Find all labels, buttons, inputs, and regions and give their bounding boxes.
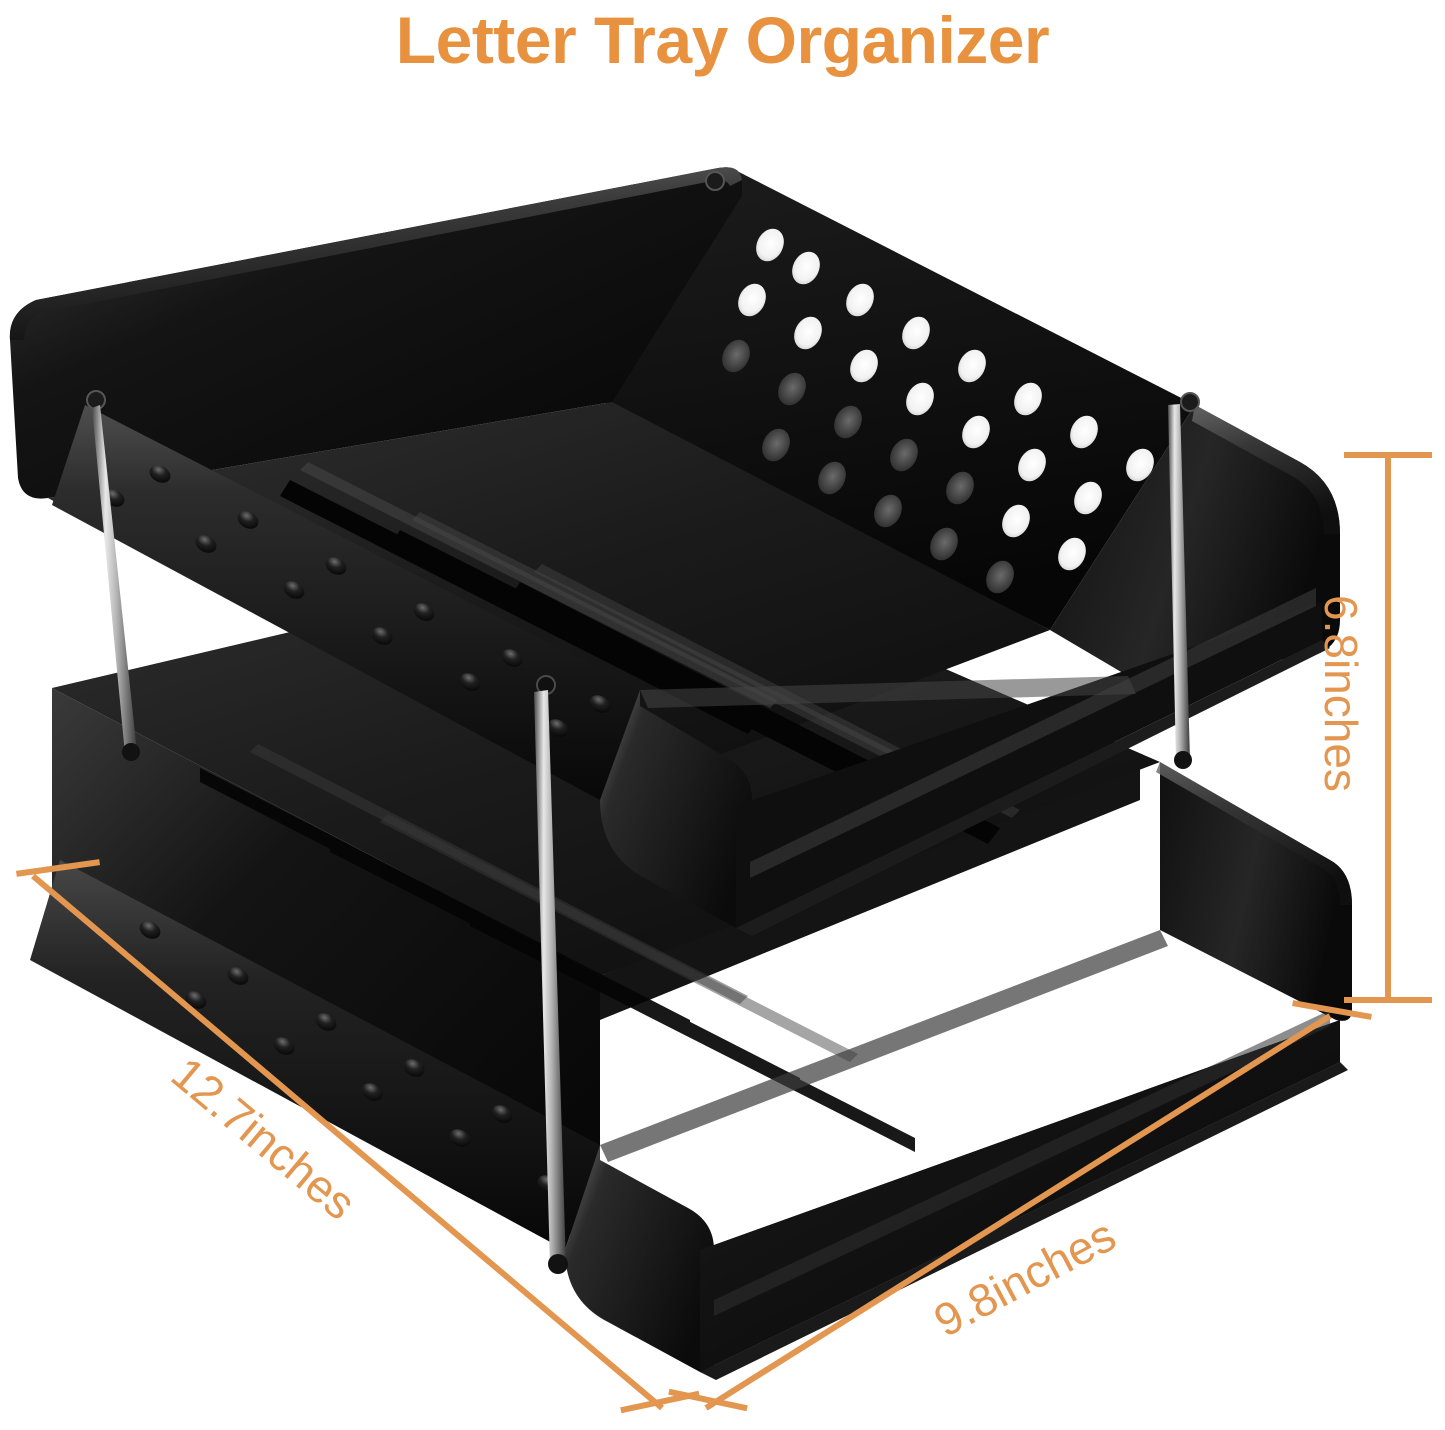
- lower-tray-right-rim: [1156, 762, 1352, 905]
- upper-tray-front-corner: [600, 690, 752, 930]
- post-socket-rear: [705, 171, 725, 191]
- post-socket-left: [86, 390, 106, 410]
- lower-tray-right-wall: [1160, 762, 1352, 1021]
- height-dimension-label: 6.8inches: [1315, 595, 1367, 792]
- upper-tray-perforations: [722, 228, 1154, 594]
- post-foot-right: [1174, 751, 1192, 769]
- post-rear-right: [1168, 404, 1190, 760]
- upper-tray-right-wall: [1050, 405, 1340, 676]
- upper-tray-back-wall: [600, 170, 1195, 630]
- upper-tray-left-wall: [9, 167, 743, 499]
- upper-tray-left-rim-highlight: [9, 167, 743, 340]
- post-rear-left: [92, 405, 137, 754]
- upper-tray: [9, 167, 1340, 936]
- upper-tray-right-rim: [1192, 405, 1340, 534]
- lower-tray-rear-edge: [600, 760, 1140, 1020]
- post-socket-right: [1180, 392, 1200, 412]
- upper-tray-front-lip: [640, 676, 1136, 708]
- upper-tray-front-rail: [52, 405, 640, 800]
- page-title: Letter Tray Organizer: [395, 3, 1050, 77]
- post-foot-front: [548, 1254, 568, 1274]
- post-foot-left: [122, 743, 140, 761]
